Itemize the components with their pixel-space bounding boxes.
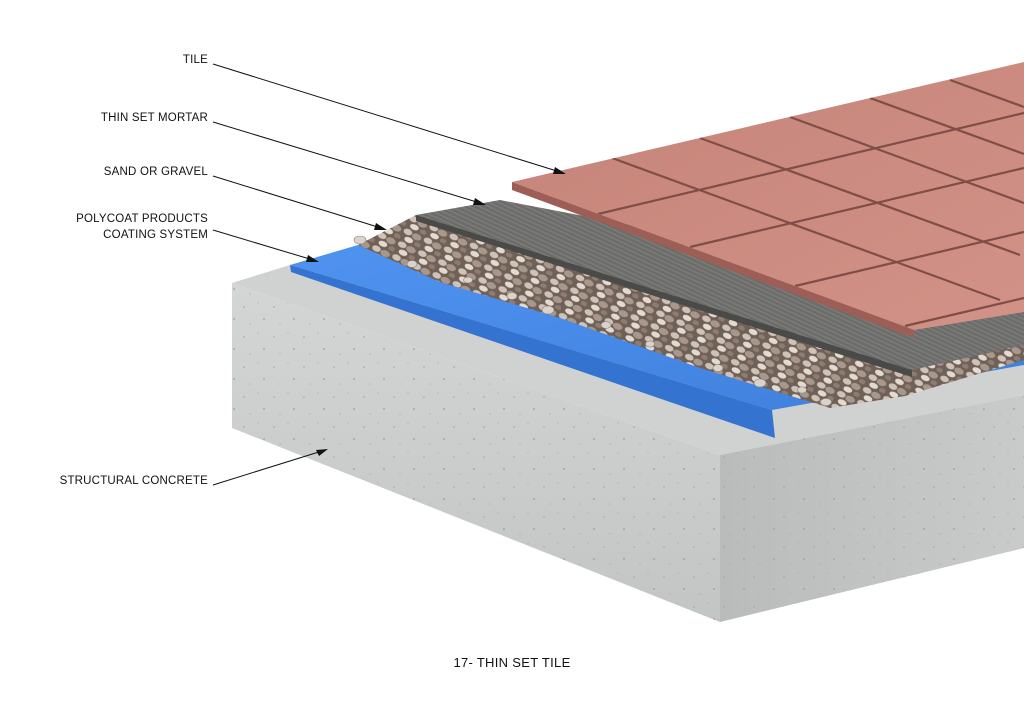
loose-gravel-stones [353, 235, 832, 406]
coating-system-leader [212, 229, 319, 262]
coating-front-edge [290, 265, 775, 438]
leader-lines [212, 63, 566, 486]
structural-concrete-leader [212, 449, 328, 486]
thin-set-mortar-label: THIN SET MORTAR [100, 112, 208, 124]
coating-label-line1: POLYCOAT PRODUCTS [76, 213, 208, 225]
tile-front-edge [512, 182, 914, 338]
tile-leader [212, 63, 566, 174]
tile-grout-lines [597, 78, 1024, 328]
tile-label: TILE [182, 54, 208, 66]
coating-system-label: POLYCOAT PRODUCTS COATING SYSTEM [40, 211, 208, 243]
coating-label-line2: COATING SYSTEM [103, 229, 208, 241]
concrete-speckle [232, 283, 1024, 622]
sand-or-gravel-leader [212, 175, 387, 230]
structural-concrete-label: STRUCTURAL CONCRETE [59, 475, 208, 487]
diagram-caption: 17- THIN SET TILE [453, 655, 571, 670]
thin-set-mortar-layer [416, 200, 1024, 377]
mortar-top-face [416, 200, 1024, 370]
mortar-front-edge [416, 215, 912, 377]
thin-set-mortar-leader [212, 121, 486, 205]
tile-layer [512, 62, 1024, 338]
sand-or-gravel-label: SAND OR GRAVEL [103, 166, 208, 178]
